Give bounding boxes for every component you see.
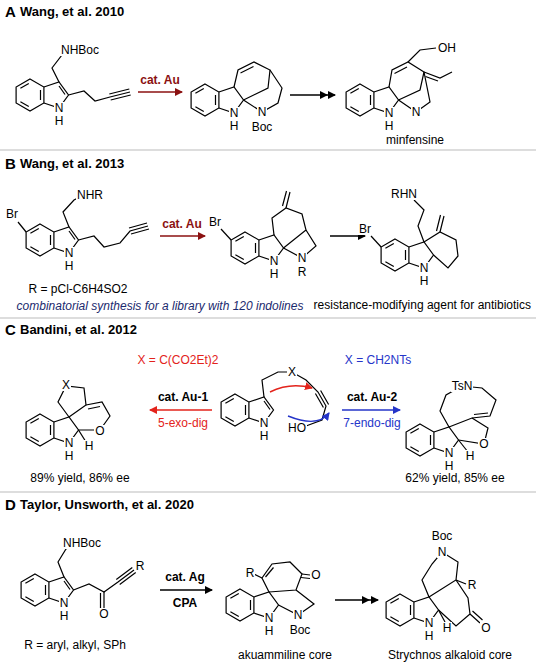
atom-label: H [64,260,75,273]
reference: Wang, et al. 2010 [20,5,124,19]
atom-label: Br [5,208,19,221]
condition-note: 5-exo-dig [156,417,210,430]
atom-label: N [293,609,304,622]
condition-note: X = C(CO2Et)2 [135,354,220,367]
atom-label: H [64,450,75,463]
panel-letter: C [5,322,16,338]
atom-label: H [264,625,275,638]
atom-label: N [264,612,275,625]
atom-label: O [94,425,105,438]
reagent: cat. Au [138,74,182,87]
reference: Wang, et al. 2013 [20,157,124,171]
atom-label: N [64,247,75,260]
panel-b-arrows [160,235,365,236]
atom-label: N [444,447,455,460]
atom-label: Boc [251,121,274,134]
atom-label: TsN [451,380,474,393]
panel-c-structures [26,372,496,456]
note: combinatorial synthesis for a library wi… [15,300,306,313]
atom-label: Boc [431,530,454,543]
reference: Bandini, et al. 2012 [20,323,137,337]
atom-label: RHN [390,188,418,201]
atom-label: H [259,430,270,443]
atom-label: H [424,630,435,643]
atom-label: N [229,107,240,120]
panel-a-arrows [138,91,335,99]
atom-label: R [467,579,478,592]
caption: R = aryl, alkyl, SPh [22,639,128,652]
atom-label: NHBoc [60,44,100,57]
atom-label: H [54,115,65,128]
atom-label: Boc [289,624,312,637]
reagent: CPA [171,597,199,610]
atom-label: H [442,622,453,635]
atom-label: OH [437,42,457,55]
caption: akuammiline core [236,649,334,662]
atom-label: Br [208,216,222,229]
caption: resistance-modifying agent for antibioti… [312,299,533,312]
panel-separators [0,150,536,492]
caption: minfensine [384,134,446,147]
atom-label: N [424,617,435,630]
atom-label: O [480,622,491,635]
atom-label: N [59,597,70,610]
atom-label: H [59,610,70,623]
panel-letter: D [5,497,16,513]
atom-label: N [64,437,75,450]
reagent: cat. Ag [163,571,207,584]
atom-label: N [419,262,430,275]
atom-label: H [229,120,240,133]
atom-label: Br [358,223,372,236]
atom-label: R [135,560,146,573]
condition-note: X = CH2NTs [343,354,413,367]
atom-label: X [287,366,297,379]
atom-label: N [297,252,308,265]
atom-label: HO [287,422,307,435]
panel-letter: B [5,156,16,172]
atom-label: H [269,268,280,281]
atom-label: O [478,438,489,451]
condition-note: 7-endo-dig [341,417,402,430]
atom-label: NHR [76,189,104,202]
reagent: cat. Au-2 [345,391,399,404]
atom-label: N [54,102,65,115]
caption: Strychnos alkaloid core [386,649,514,662]
atom-label: N [257,106,268,119]
atom-label: H [465,450,476,463]
caption: 89% yield, 86% ee [28,472,131,485]
atom-label: H [419,275,430,288]
atom-label: O [98,608,109,621]
caption: 62% yield, 85% ee [403,472,506,485]
atom-label: O [310,569,321,582]
atom-label: H [444,460,455,473]
panel-b-structures [18,191,458,271]
atom-label: X [61,379,71,392]
panel-letter: A [5,4,16,20]
atom-label: N [437,546,448,559]
atom-label: NHBoc [62,537,102,550]
atom-label: H [384,120,395,133]
atom-label: N [269,255,280,268]
atom-label: R [297,266,308,279]
atom-label: N [411,106,422,119]
caption: R = pCl-C6H4SO2 [26,283,129,296]
reagent: cat. Au [160,218,204,231]
reference: Taylor, Unsworth, et al. 2020 [20,498,194,512]
atom-label: R [245,567,256,580]
atom-label: N [384,107,395,120]
reagent: cat. Au-1 [156,391,210,404]
atom-label: H [84,440,95,453]
panel-d-structures [21,546,482,626]
atom-label: N [259,417,270,430]
